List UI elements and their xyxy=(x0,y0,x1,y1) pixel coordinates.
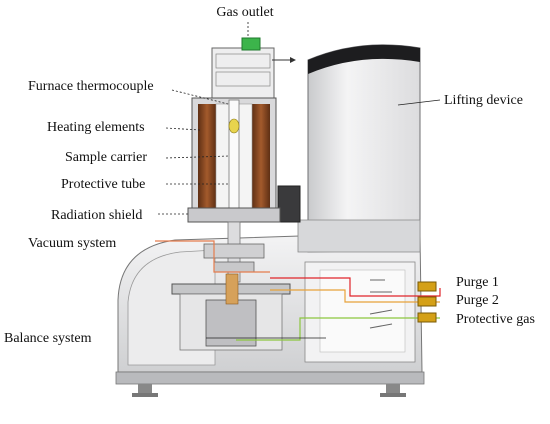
label-gas-outlet: Gas outlet xyxy=(216,5,273,20)
purge-2-connector xyxy=(417,296,437,307)
label-radiation-shield: Radiation shield xyxy=(51,208,142,223)
heating-element-right xyxy=(252,104,270,216)
label-heating-elements: Heating elements xyxy=(47,120,145,135)
label-sample-carrier: Sample carrier xyxy=(65,150,147,165)
label-purge-1: Purge 1 xyxy=(456,275,499,290)
balance-system xyxy=(171,273,291,351)
label-protective-tube: Protective tube xyxy=(61,177,145,192)
sample-carrier xyxy=(228,118,240,134)
gas-outlet-valve xyxy=(241,37,261,51)
radiation-shield xyxy=(187,207,281,223)
vacuum-line xyxy=(155,240,270,273)
lifting-device-tower xyxy=(277,44,421,253)
label-purge-2: Purge 2 xyxy=(456,293,499,308)
label-vacuum-system: Vacuum system xyxy=(28,236,116,251)
gas-control-panel xyxy=(304,261,416,363)
purge-1-connector xyxy=(417,281,437,292)
protective-gas-connector xyxy=(417,312,437,323)
purge-1-line xyxy=(270,277,441,297)
label-protective-gas: Protective gas xyxy=(456,312,535,327)
label-lifting-device: Lifting device xyxy=(444,93,523,108)
leader-lines xyxy=(158,22,441,339)
heating-element-left xyxy=(198,104,216,216)
label-balance-system: Balance system xyxy=(4,331,92,346)
protective-gas-line xyxy=(236,317,440,341)
label-furnace-thermocouple: Furnace thermocouple xyxy=(28,79,154,94)
furnace-assembly xyxy=(187,37,296,283)
gas-lines xyxy=(155,240,441,341)
gas-connectors xyxy=(417,281,437,323)
purge-2-line xyxy=(270,289,440,303)
